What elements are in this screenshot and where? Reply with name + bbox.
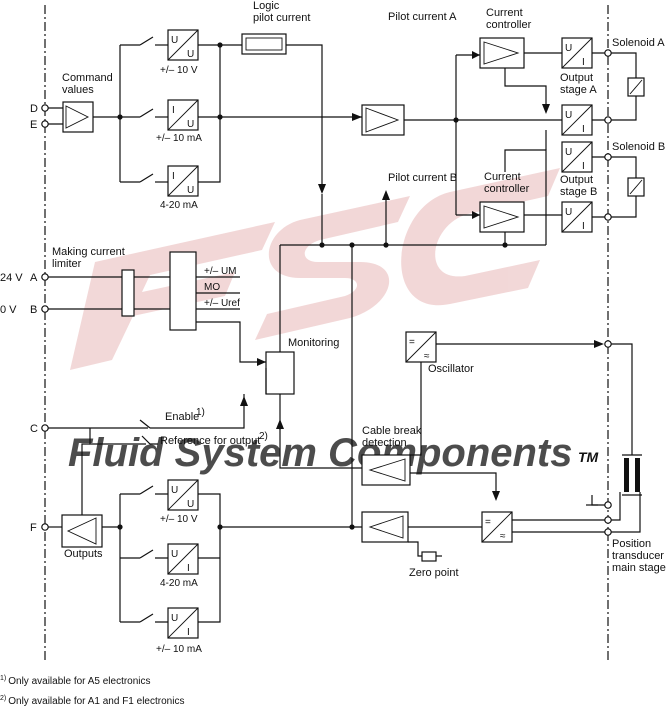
- um-label: +/– UM: [204, 266, 237, 277]
- svg-text:I: I: [582, 161, 585, 172]
- uref-label: +/– Uref: [204, 298, 240, 309]
- svg-text:24 V: 24 V: [0, 272, 23, 284]
- svg-text:U: U: [187, 185, 194, 196]
- svg-text:U: U: [187, 49, 194, 60]
- cable-break-detection-block: [361, 454, 411, 486]
- making-current-limiter: [121, 251, 197, 331]
- reference-footnote-mark: 2): [259, 431, 268, 442]
- oscillator-out-terminal[interactable]: [604, 340, 612, 348]
- svg-text:I: I: [172, 171, 175, 182]
- solenoid-a-label: Solenoid A: [612, 37, 665, 49]
- output-converter-u-u: U U: [167, 479, 199, 511]
- svg-text:I: I: [172, 105, 175, 116]
- range-label-out-10ma: +/– 10 mA: [156, 644, 202, 655]
- output-stage-a-u-i-lower: U I: [561, 104, 593, 136]
- zero-point-amplifier: [361, 511, 409, 543]
- svg-text:A: A: [30, 272, 38, 284]
- output-converter-u-i-420: U I: [167, 543, 199, 575]
- range-label-out-420ma: 4-20 mA: [160, 578, 198, 589]
- svg-text:I: I: [582, 124, 585, 135]
- footnote-2: 2)Only available for A1 and F1 electroni…: [0, 695, 184, 707]
- current-controller-b: [479, 201, 525, 233]
- current-controller-a: [479, 37, 525, 69]
- svg-text:U: U: [171, 549, 178, 560]
- svg-text:≈: ≈: [424, 351, 430, 362]
- svg-text:U: U: [187, 119, 194, 130]
- svg-text:U: U: [187, 499, 194, 510]
- footnote-1: 1)Only available for A5 electronics: [0, 675, 151, 687]
- terminal-b[interactable]: 0 V B: [0, 304, 49, 316]
- oscillator-label: Oscillator: [428, 363, 474, 375]
- solenoid-b-coil-icon: [627, 177, 645, 197]
- svg-text:I: I: [582, 221, 585, 232]
- position-transducer-icon: [622, 454, 642, 496]
- svg-text:I: I: [187, 563, 190, 574]
- svg-text:=: =: [485, 517, 491, 528]
- command-values-amplifier: [48, 101, 94, 133]
- solenoid-a-coil-icon: [627, 77, 645, 97]
- svg-text:B: B: [30, 304, 37, 316]
- range-label-in-420ma: 4-20 mA: [160, 200, 198, 211]
- monitoring-label: Monitoring: [288, 337, 339, 349]
- enable-label: Enable: [165, 411, 199, 423]
- solenoid-b-label: Solenoid B: [612, 141, 665, 153]
- svg-text:U: U: [171, 485, 178, 496]
- mo-label: MO: [204, 282, 220, 293]
- svg-text:U: U: [171, 35, 178, 46]
- outputs-amplifier: [61, 514, 103, 548]
- range-label-out-10v: +/– 10 V: [160, 514, 198, 525]
- svg-text:E: E: [30, 119, 37, 131]
- input-converter-i-u: I U: [167, 99, 199, 131]
- reference-output-label: Reference for output: [160, 435, 260, 447]
- range-label-in-10ma: +/– 10 mA: [156, 133, 202, 144]
- terminal-a[interactable]: 24 V A: [0, 272, 49, 284]
- outputs-label: Outputs: [64, 548, 103, 560]
- pilot-current-a-label: Pilot current A: [388, 11, 457, 23]
- svg-text:U: U: [565, 43, 572, 54]
- zero-point-potentiometer-icon[interactable]: [421, 551, 442, 562]
- range-label-in-10v: +/– 10 V: [160, 65, 198, 76]
- svg-text:I: I: [187, 627, 190, 638]
- svg-text:C: C: [30, 423, 38, 435]
- pilot-current-b-label: Pilot current B: [388, 172, 457, 184]
- svg-text:U: U: [171, 613, 178, 624]
- pilot-current-amplifier: [361, 104, 405, 136]
- output-stage-b-u-i-lower: U I: [561, 201, 593, 233]
- svg-text:≈: ≈: [500, 531, 506, 542]
- demodulator-block: = ≈: [481, 511, 513, 543]
- output-stage-b-u-i-upper: U I: [561, 141, 593, 173]
- oscillator-block: = ≈: [405, 331, 437, 363]
- svg-text:F: F: [30, 522, 37, 534]
- input-converter-420-i-u: I U: [167, 165, 199, 197]
- logic-pilot-current-block: [241, 33, 287, 55]
- input-converter-u-u: U U: [167, 29, 199, 61]
- svg-text:=: =: [409, 337, 415, 348]
- position-transducer-terminals[interactable]: [604, 501, 612, 536]
- svg-text:U: U: [565, 110, 572, 121]
- svg-text:U: U: [565, 207, 572, 218]
- svg-text:I: I: [582, 57, 585, 68]
- output-converter-u-i-10ma: U I: [167, 607, 199, 639]
- zero-point-label: Zero point: [409, 567, 459, 579]
- output-stage-a-u-i-upper: U I: [561, 37, 593, 69]
- svg-text:U: U: [565, 147, 572, 158]
- svg-text:D: D: [30, 103, 38, 115]
- monitoring-block: [265, 351, 295, 395]
- svg-text:0 V: 0 V: [0, 304, 17, 316]
- enable-footnote-mark: 1): [196, 407, 205, 418]
- watermark-trademark: TM: [578, 449, 599, 465]
